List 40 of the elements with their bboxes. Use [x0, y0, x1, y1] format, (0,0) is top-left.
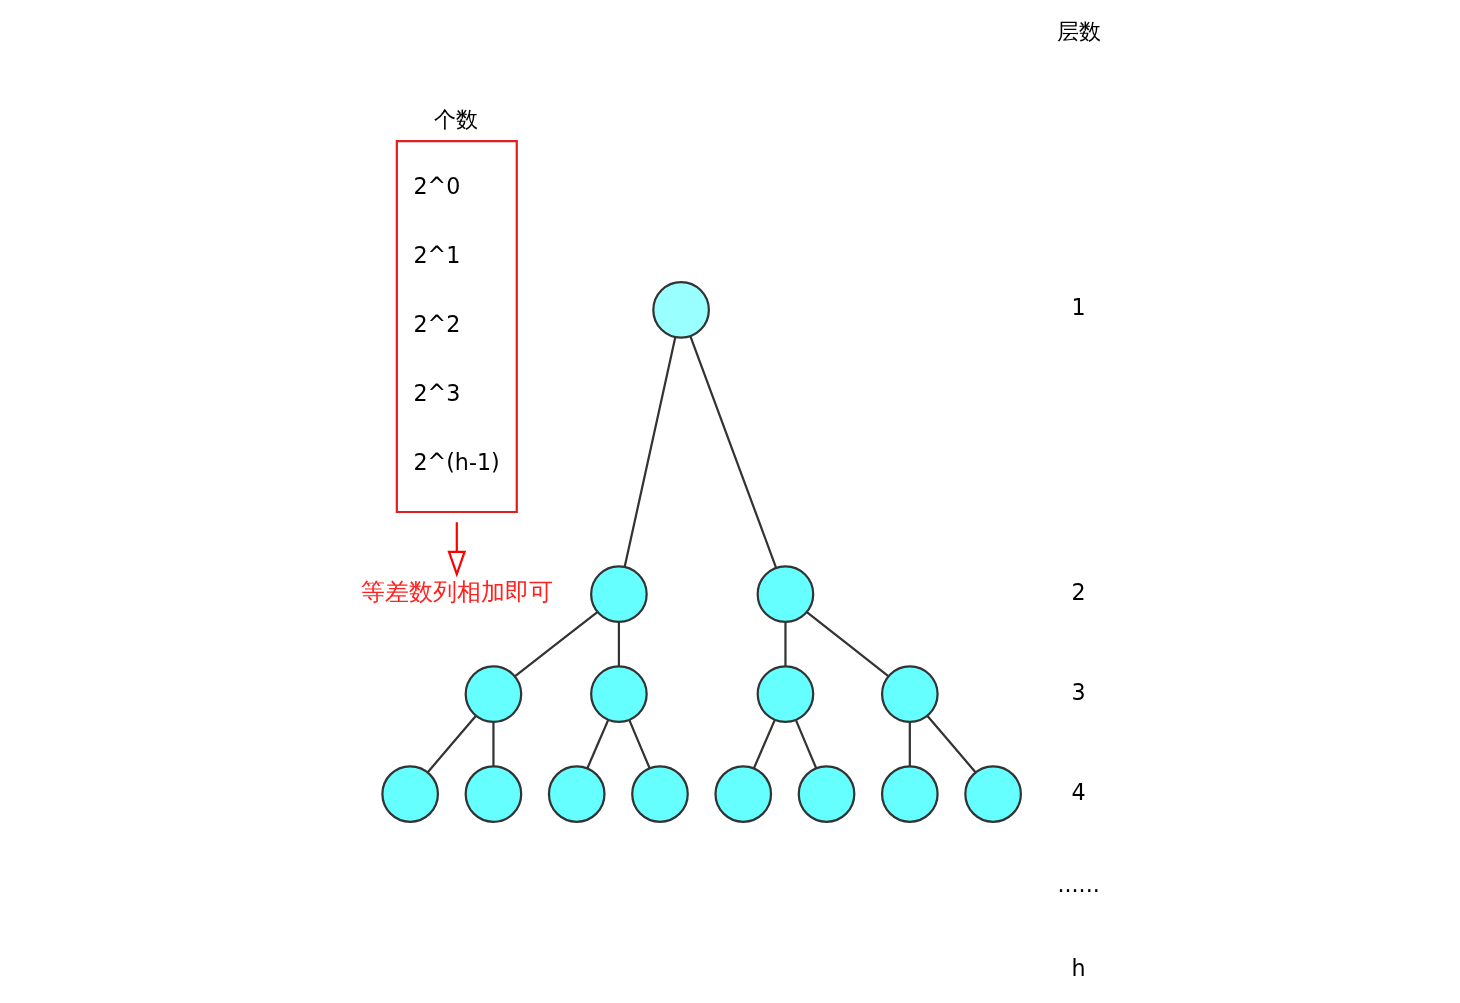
connector — [805, 610, 889, 677]
node-circle — [630, 764, 689, 823]
connector — [627, 718, 651, 769]
connector — [908, 721, 911, 766]
node-box: 2^0 2^1 2^2 2^3 2^(h-1) — [395, 139, 518, 513]
label: ...... — [1056, 870, 1100, 897]
connector — [617, 621, 620, 666]
node-circle — [547, 764, 606, 823]
connector — [689, 335, 777, 568]
node-circle — [797, 764, 855, 823]
label: 1 — [1071, 293, 1086, 320]
node-text: 等差数列相加即可 — [360, 576, 553, 606]
node-circle — [713, 764, 772, 823]
node-circle — [880, 664, 939, 723]
node-circle — [589, 564, 648, 623]
connector — [752, 718, 776, 769]
node-circle — [756, 664, 814, 723]
connector — [585, 718, 609, 769]
arrow — [446, 521, 466, 577]
label: 4 — [1071, 778, 1086, 805]
label: h — [1071, 954, 1086, 981]
node-circle — [380, 764, 439, 823]
node-circle — [464, 764, 522, 823]
connector — [513, 610, 598, 677]
connector — [426, 714, 477, 773]
connector — [491, 721, 495, 766]
connector — [794, 718, 817, 769]
node-circle — [880, 764, 939, 823]
label: 3 — [1071, 678, 1086, 705]
connector — [783, 621, 787, 666]
node-label: 个数 — [433, 105, 478, 132]
node-circle — [651, 280, 710, 339]
connector — [926, 714, 976, 773]
node-circle — [963, 764, 1022, 823]
node-circle — [589, 664, 648, 723]
node-circle — [756, 564, 814, 623]
label: 层数 — [1056, 17, 1101, 44]
connector — [623, 336, 676, 567]
label: 2 — [1071, 578, 1086, 605]
node-circle — [464, 664, 522, 723]
